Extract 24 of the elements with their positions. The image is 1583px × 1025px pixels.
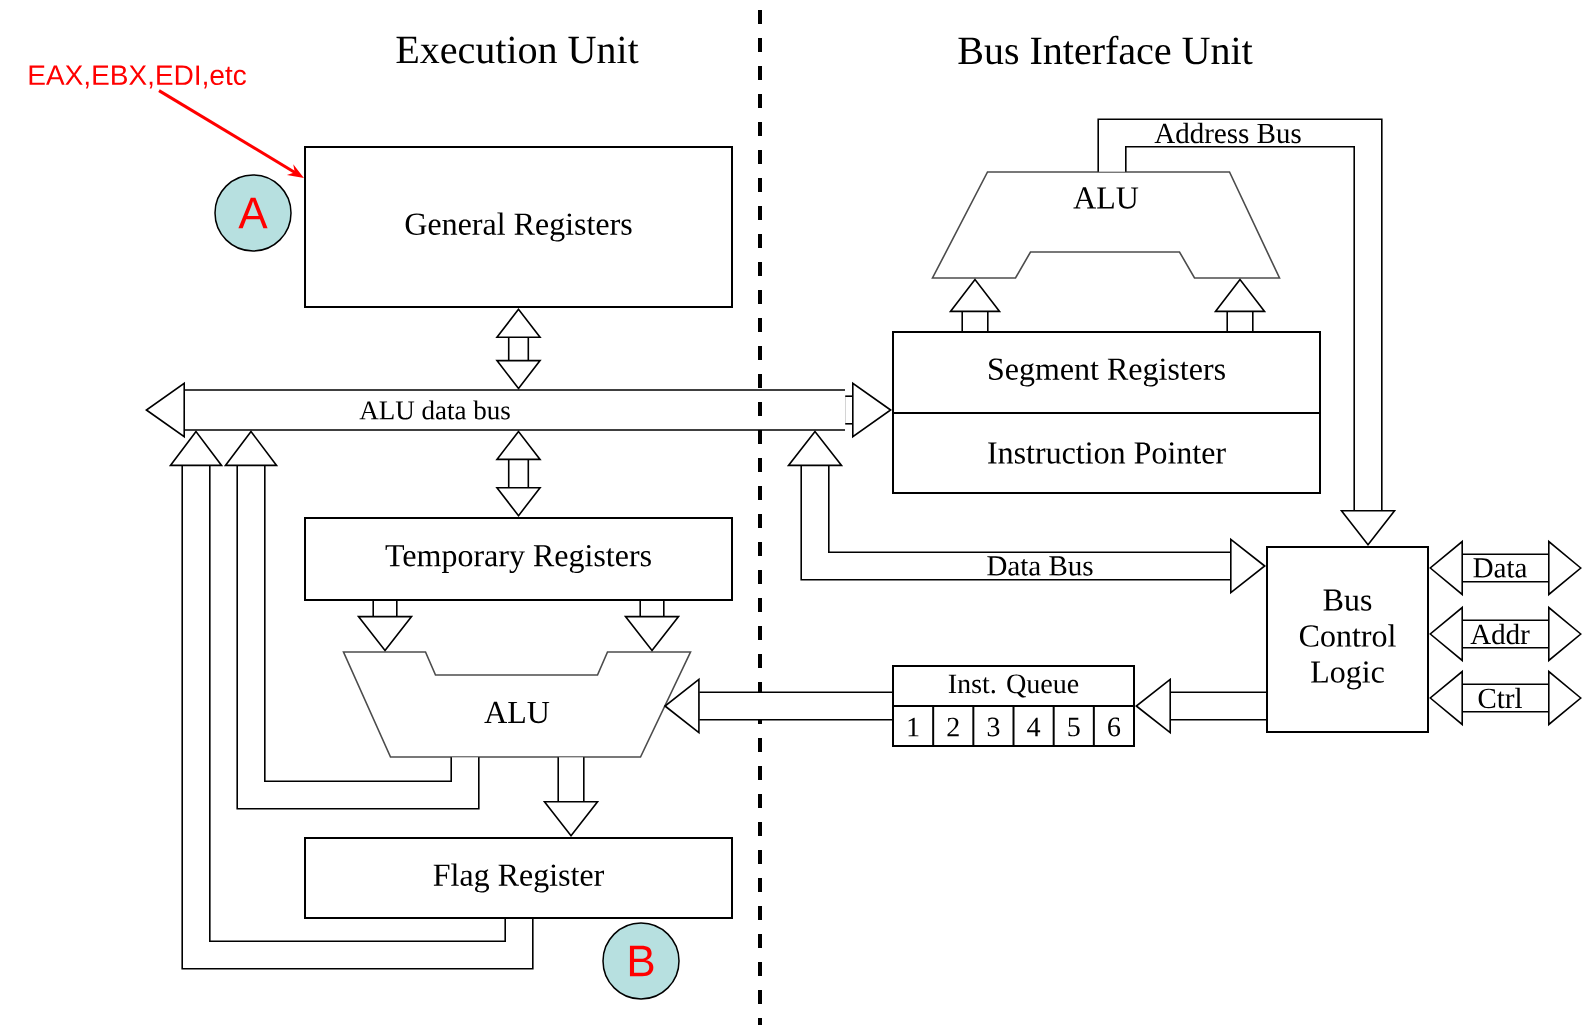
edge-label: Ctrl: [1476, 686, 1524, 710]
bus-band: ALU data bus: [184, 389, 846, 431]
hollow-arrow: [1429, 605, 1582, 663]
hollow-arrow: [1429, 539, 1582, 597]
edge-label: Data Bus: [985, 555, 1095, 577]
edge-label: Address Bus: [1153, 121, 1303, 145]
register-box: General Registers: [304, 146, 733, 308]
edge-label: Data: [1471, 557, 1529, 579]
hollow-arrow: [168, 430, 534, 970]
register-box: Instruction Pointer: [892, 412, 1321, 494]
annotation-text: EAX,EBX,EDI,etc: [29, 65, 246, 89]
queue-box: Inst. Queue 1 2 3 4 5 6: [892, 665, 1135, 747]
register-box: Flag Register: [304, 837, 733, 919]
control-box: Bus Control Logic: [1266, 546, 1429, 733]
hollow-arrow: [1429, 669, 1582, 727]
register-box: Temporary Registers: [304, 517, 733, 601]
hollow-arrow: [223, 430, 480, 810]
hollow-arrow: [495, 308, 542, 390]
register-box: Segment Registers: [892, 331, 1321, 414]
heading: Bus Interface Unit: [958, 35, 1253, 65]
hollow-arrow: [1097, 118, 1397, 546]
edge-label: Addr: [1469, 622, 1531, 646]
heading: Execution Unit: [396, 36, 639, 64]
hollow-arrow: [495, 430, 542, 517]
